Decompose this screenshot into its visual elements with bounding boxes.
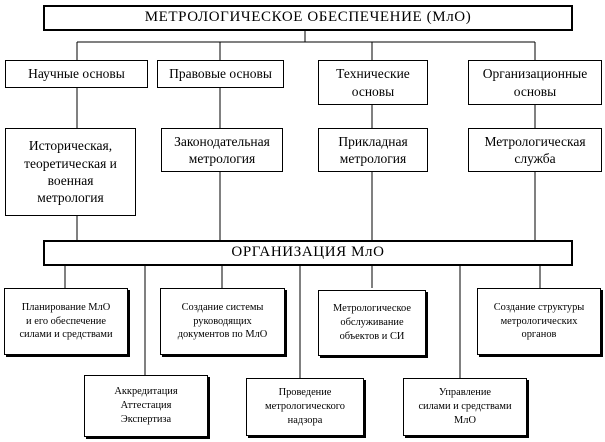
- discipline-label: Историческая, теоретическая и военная ме…: [24, 138, 117, 206]
- discipline-historical: Историческая, теоретическая и военная ме…: [5, 128, 136, 216]
- organization-title-box: ОРГАНИЗАЦИЯ МлО: [43, 240, 573, 266]
- activity-label: Управление силами и средствами МлО: [418, 387, 512, 426]
- foundation-label: Организационные основы: [482, 66, 588, 99]
- activity-label: Создание системы руководящих документов …: [177, 301, 268, 341]
- foundation-scientific: Научные основы: [5, 60, 148, 88]
- activity-label: Аккредитация Аттестация Экспертиза: [114, 386, 178, 425]
- foundation-label: Научные основы: [28, 66, 125, 82]
- activity-documents: Создание системы руководящих документов …: [160, 288, 285, 355]
- foundation-label: Правовые основы: [169, 66, 272, 82]
- foundation-technical: Технические основы: [318, 60, 428, 105]
- discipline-service: Метрологическая служба: [468, 128, 602, 172]
- activity-label: Создание структуры метрологических орган…: [493, 301, 585, 341]
- activity-label: Планирование МлО и его обеспечение силам…: [19, 301, 113, 341]
- main-title-box: МЕТРОЛОГИЧЕСКОЕ ОБЕСПЕЧЕНИЕ (МлО): [43, 5, 573, 31]
- activity-label: Метрологическое обслуживание объектов и …: [332, 303, 411, 342]
- activity-planning: Планирование МлО и его обеспечение силам…: [4, 288, 128, 355]
- activity-management: Управление силами и средствами МлО: [403, 378, 527, 436]
- foundation-label: Технические основы: [336, 66, 410, 99]
- discipline-label: Прикладная метрология: [338, 133, 408, 166]
- main-title: МЕТРОЛОГИЧЕСКОЕ ОБЕСПЕЧЕНИЕ (МлО): [144, 9, 472, 26]
- activity-supervision: Проведение метрологического надзора: [246, 378, 364, 436]
- foundation-organizational: Организационные основы: [468, 60, 602, 105]
- foundation-legal: Правовые основы: [157, 60, 284, 88]
- activity-maintenance: Метрологическое обслуживание объектов и …: [318, 290, 426, 356]
- activity-accreditation: Аккредитация Аттестация Экспертиза: [84, 375, 208, 437]
- organization-title: ОРГАНИЗАЦИЯ МлО: [231, 244, 385, 261]
- discipline-legislative: Законодательная метрология: [161, 128, 283, 172]
- activity-structure: Создание структуры метрологических орган…: [477, 288, 601, 355]
- discipline-label: Законодательная метрология: [174, 133, 270, 166]
- discipline-applied: Прикладная метрология: [318, 128, 428, 172]
- discipline-label: Метрологическая служба: [484, 133, 586, 166]
- activity-label: Проведение метрологического надзора: [265, 387, 345, 426]
